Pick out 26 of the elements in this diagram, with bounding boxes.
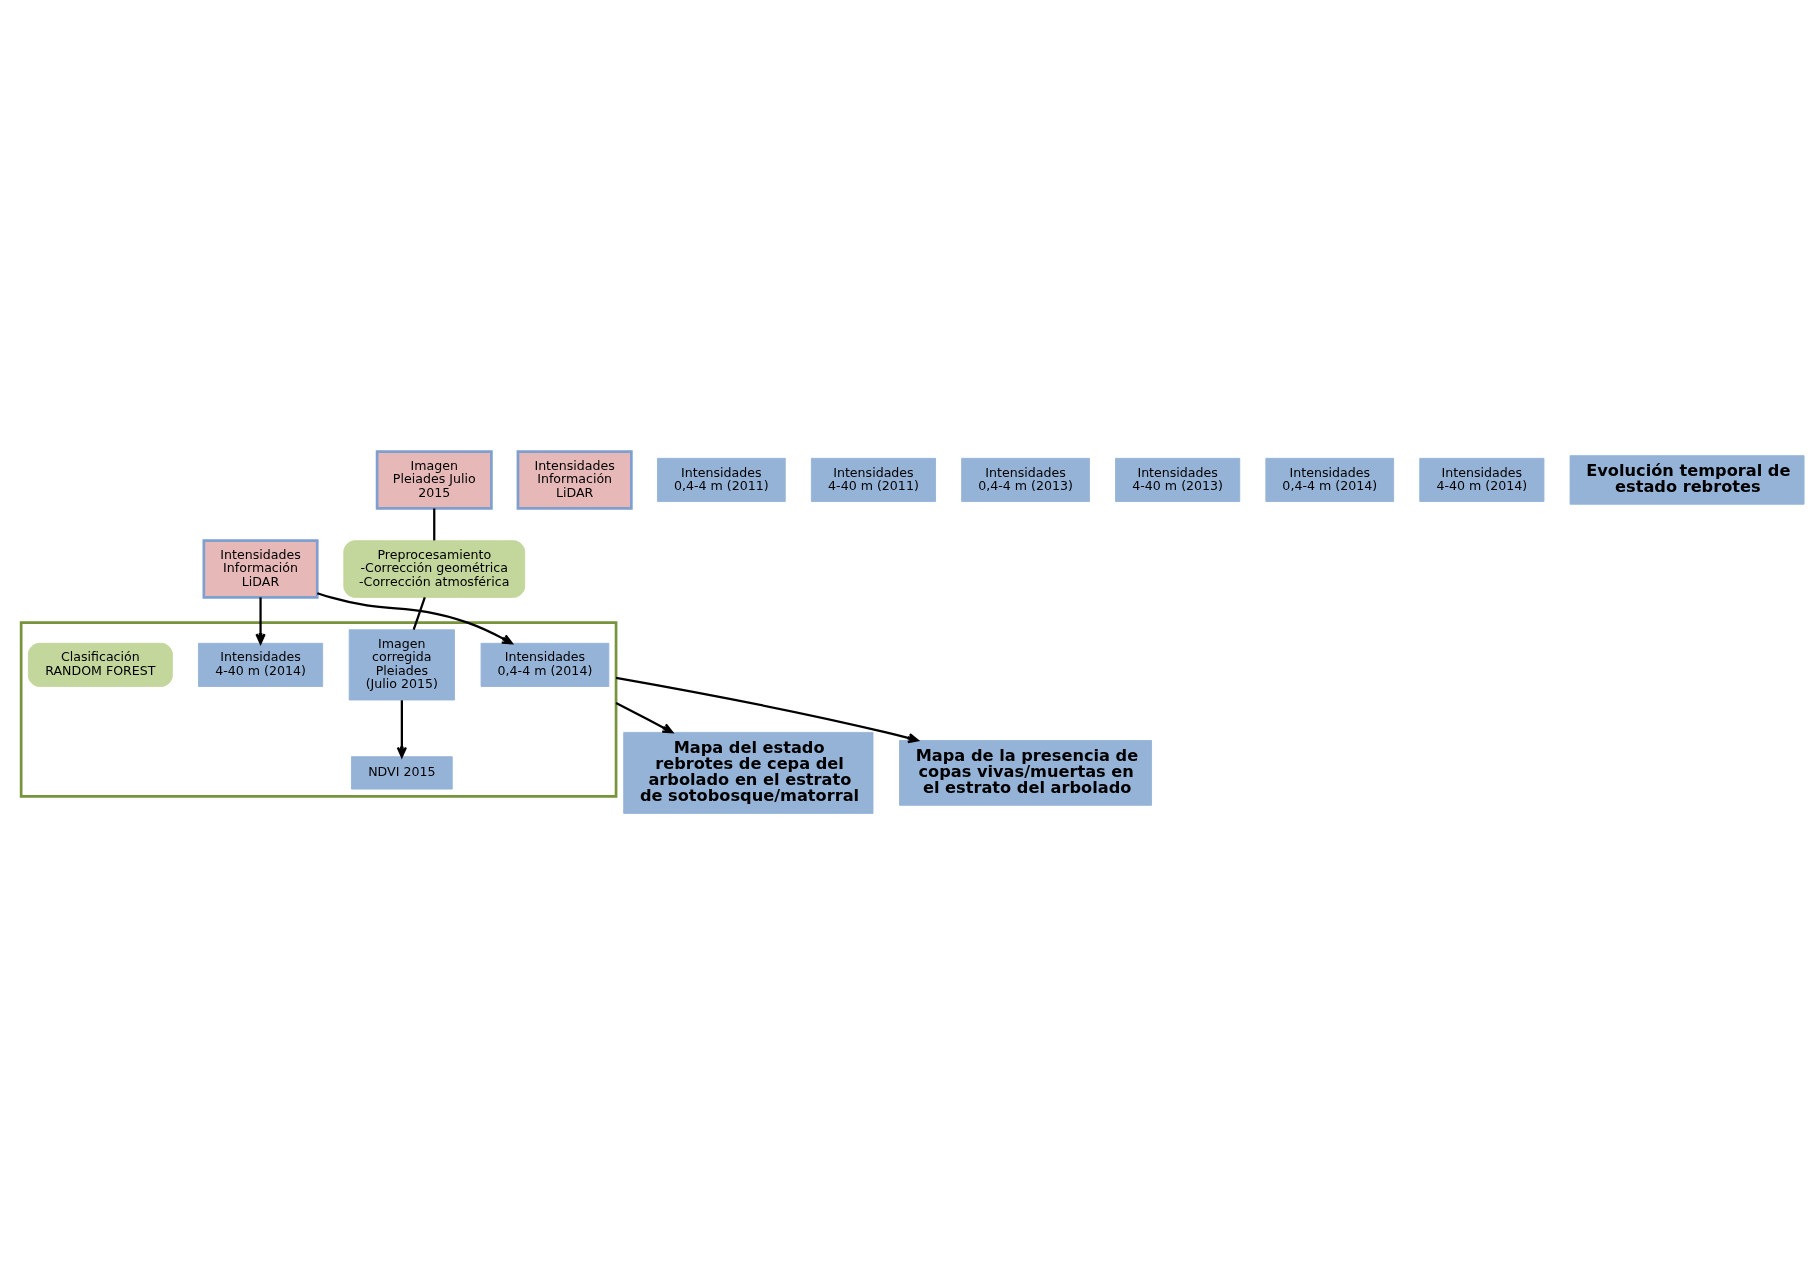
arrow — [396, 699, 408, 758]
node-box: Intensidades Información LiDAR — [516, 449, 633, 510]
node-box: Imagen Pleiades Julio 2015 — [375, 449, 493, 510]
node-box: Intensidades 0,4-4 m (2013) — [961, 457, 1090, 502]
node-box: Clasificación RANDOM FOREST — [27, 642, 173, 687]
node-box: Intensidades 0,4-4 m (2011) — [657, 457, 786, 502]
node-box: Intensidades 4-40 m (2013) — [1115, 457, 1241, 502]
arrow — [255, 596, 266, 644]
node-box: Intensidades 0,4-4 m (2014) — [480, 642, 610, 687]
node-box: Intensidades 4-40 m (2011) — [810, 457, 936, 502]
node-box: Mapa de la presencia de copas vivas/muertas en el estrato del arbolado — [899, 739, 1152, 806]
connector — [412, 596, 426, 630]
node-box: Intensidades 4-40 m (2014) — [1419, 457, 1545, 502]
arrow — [316, 591, 513, 644]
node-box: Mapa del estado rebrotes de cepa del arbolado en el estrato de sotobosque/matorral — [623, 731, 874, 814]
node-box: Intensidades Información LiDAR — [202, 538, 319, 599]
node-box: Evolución temporal de estado rebrotes — [1569, 454, 1805, 505]
arrow — [615, 676, 919, 743]
connector — [433, 507, 436, 540]
node-box: Intensidades 0,4-4 m (2014) — [1265, 457, 1395, 502]
node-box: NDVI 2015 — [351, 755, 453, 790]
node-box: Intensidades 4-40 m (2014) — [198, 642, 324, 687]
cluster — [19, 620, 618, 798]
arrow — [615, 701, 674, 733]
node-box: Imagen corregida Pleiades (Julio 2015) — [348, 628, 455, 700]
node-box: Preprocesamiento -Corrección geométrica -Corrección atmosférica — [343, 539, 526, 598]
